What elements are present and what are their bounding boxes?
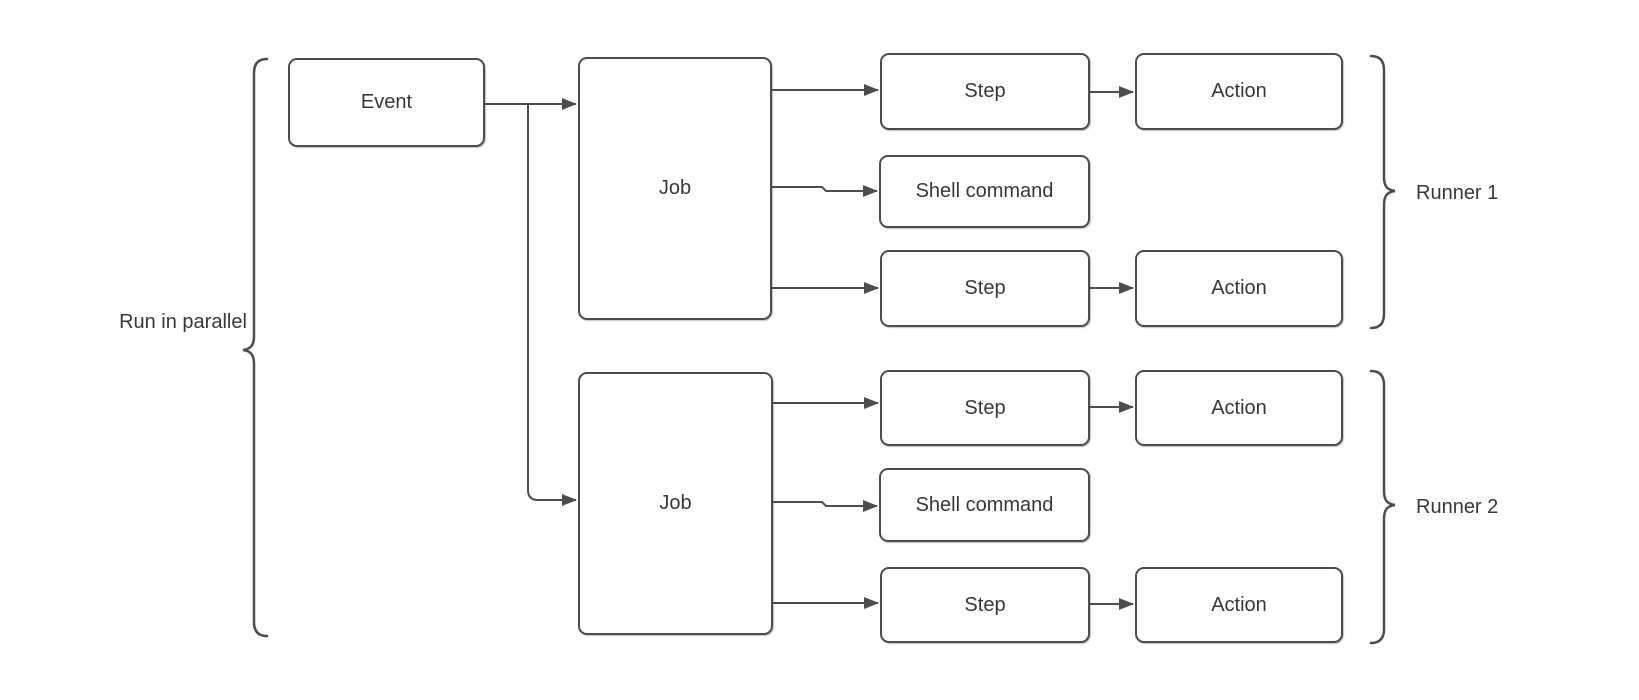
runner1-action-top-node: Action [1135, 53, 1343, 130]
runner2-step-top-node: Step [880, 370, 1090, 446]
arrow-job-bottom-to-shell2 [773, 500, 878, 512]
runner-2-label: Runner 2 [1416, 496, 1499, 518]
runner2-action-top-node: Action [1135, 370, 1343, 446]
run-in-parallel-brace [242, 57, 269, 638]
runner1-shell-command-node: Shell command [879, 155, 1090, 228]
arrow-event-to-job-bottom [527, 104, 577, 506]
runner-2-brace [1369, 369, 1396, 645]
event-node: Event [288, 58, 485, 147]
braces [242, 54, 1396, 645]
run-in-parallel-label: Run in parallel [119, 311, 247, 333]
runner1-step-top-node: Step [880, 53, 1090, 130]
runner-1-brace [1369, 54, 1396, 330]
runner-1-label: Runner 1 [1416, 182, 1499, 204]
connector-lines [485, 84, 1134, 610]
runner1-action-bottom-node: Action [1135, 250, 1343, 327]
runner2-step-bottom-node: Step [880, 567, 1090, 643]
runner1-step-bottom-node: Step [880, 250, 1090, 327]
arrow-job-top-to-shell1 [772, 185, 878, 197]
job-top-node: Job [578, 57, 772, 320]
job-bottom-node: Job [578, 372, 773, 635]
runner2-shell-command-node: Shell command [879, 468, 1090, 542]
runner2-action-bottom-node: Action [1135, 567, 1343, 643]
